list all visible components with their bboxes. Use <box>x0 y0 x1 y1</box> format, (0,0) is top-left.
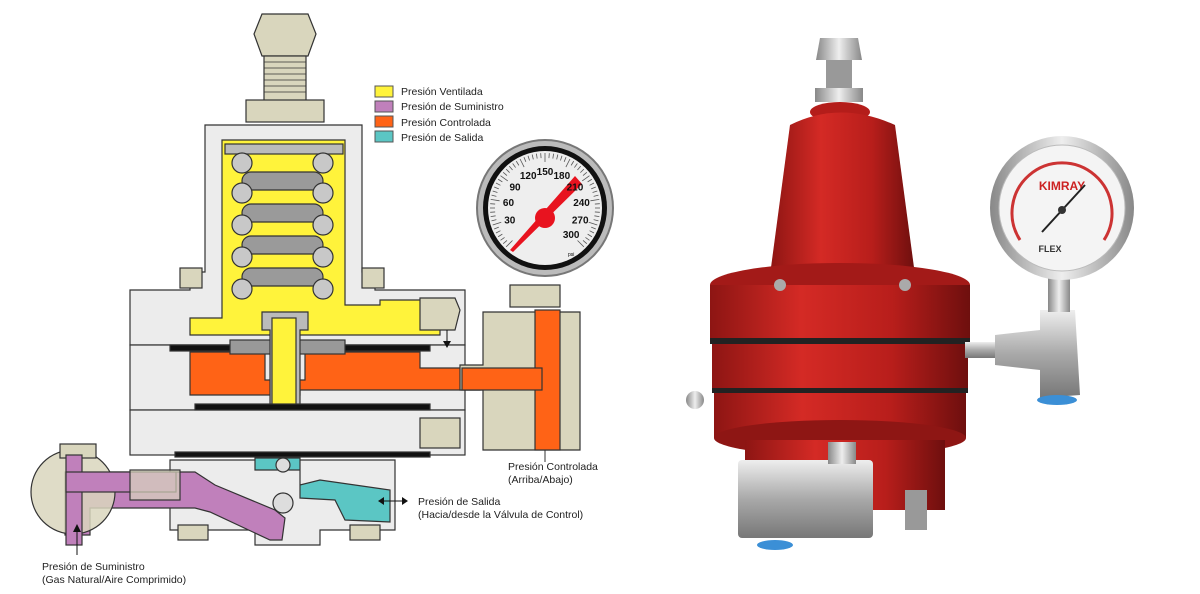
gauge-tick <box>490 199 500 202</box>
gauge-tick <box>492 190 498 193</box>
legend-label: Presión de Salida <box>401 132 483 144</box>
gauge-tick <box>494 226 499 230</box>
legend-label: Presión de Suministro <box>401 101 504 113</box>
gauge-tick <box>508 165 513 171</box>
gauge-tick <box>591 186 596 190</box>
gauge-tick <box>585 237 590 241</box>
gauge-tick <box>565 158 571 168</box>
gauge-tick <box>497 233 503 238</box>
gauge-tick <box>500 237 505 241</box>
gauge-tick <box>593 219 599 222</box>
legend-label: Presión Controlada <box>401 117 491 129</box>
gauge-tick-label: 210 <box>567 182 584 193</box>
legend-swatch-vented <box>374 85 394 98</box>
gauge-brand: KIMRAY <box>1039 179 1085 193</box>
legend-swatch-supply <box>374 100 394 113</box>
gauge-unit: psi <box>568 252 574 258</box>
gauge-tick <box>552 153 554 159</box>
callout-supply-line2: (Gas Natural/Aire Comprimido) <box>42 574 186 586</box>
gauge-tick <box>512 163 516 168</box>
gauge-tick-label: 150 <box>537 167 554 178</box>
gauge-tick <box>577 240 585 248</box>
gauge-tick <box>490 215 496 217</box>
callout-supply-line1: Presión de Suministro <box>42 561 145 573</box>
gauge-tick <box>495 182 501 186</box>
gauge-tick <box>556 154 559 160</box>
upper-flange <box>710 285 970 340</box>
gauge-tick <box>563 157 567 162</box>
gauge-tick <box>582 171 588 176</box>
gauge-tick-label: 60 <box>503 198 515 209</box>
gauge-tick <box>505 240 513 248</box>
gauge-tick <box>590 199 600 202</box>
callout-controlled-line1: Presión Controlada <box>508 461 598 473</box>
gauge-tick <box>502 240 508 245</box>
gauge-tick <box>588 221 598 226</box>
gauge-tick <box>536 153 538 159</box>
legend-swatch-controlled <box>374 115 394 128</box>
gauge-tick <box>582 240 588 245</box>
gauge-tick-label: 90 <box>510 182 522 193</box>
gauge-tick <box>574 163 578 168</box>
callout-outlet-line1: Presión de Salida <box>418 496 500 508</box>
gauge-tick <box>495 230 501 234</box>
gauge-tick <box>494 186 499 190</box>
gauge-tick <box>593 194 599 197</box>
gauge-tick <box>531 154 534 160</box>
gauge-tick <box>591 226 596 230</box>
callout-outlet-line2: (Hacia/desde la Válvula de Control) <box>418 509 583 521</box>
gauge-tick <box>589 182 595 186</box>
gauge-tick-label: 120 <box>520 171 537 182</box>
inlet-fitting <box>738 460 873 538</box>
gauge-tick <box>587 178 593 183</box>
gauge-tick <box>491 219 497 222</box>
lower-flange <box>712 344 968 389</box>
adjusting-bolt-head <box>253 13 317 57</box>
gauge-tick-label: 180 <box>553 171 570 182</box>
gauge-tick <box>589 230 595 234</box>
gauge-brand-secondary: FLEX <box>1038 244 1061 254</box>
legend-swatch-outlet <box>374 130 394 143</box>
cutaway-diagram <box>30 13 581 546</box>
gauge-tick-label: 240 <box>573 198 590 209</box>
regulator-photo: KIMRAY FLEX <box>686 38 1134 550</box>
legend: Presión Ventilada Presión de Suministro … <box>374 85 504 144</box>
gauge-tick <box>577 165 582 171</box>
gauge-ticks <box>490 153 600 248</box>
gauge-tick <box>560 155 563 161</box>
gauge-tick <box>497 178 503 183</box>
outlet-pressure-passage <box>254 457 391 523</box>
gauge-tick <box>592 190 598 193</box>
lower-body <box>129 409 466 456</box>
gauge-tick <box>492 221 502 226</box>
gauge-tick-label: 300 <box>563 230 580 241</box>
threaded-rod <box>263 55 307 103</box>
gauge-tick <box>519 158 525 168</box>
gauge-tick <box>523 157 527 162</box>
lock-nut <box>245 99 325 123</box>
gauge-tick <box>570 160 575 166</box>
gauge-tick <box>580 168 585 173</box>
gauge-tick <box>505 168 510 173</box>
gauge-tick <box>515 160 520 166</box>
gauge-tick <box>502 171 508 176</box>
gauge-tick <box>594 215 600 217</box>
gauge-fitting <box>995 310 1080 398</box>
gauge-needle-hub <box>535 208 555 228</box>
gauge-tick <box>491 194 497 197</box>
gauge-tick <box>587 233 593 238</box>
gauge-tick <box>527 155 530 161</box>
callout-controlled-line2: (Arriba/Abajo) <box>508 474 573 486</box>
gauge-tick-label: 30 <box>504 215 516 226</box>
spring <box>231 152 334 300</box>
gauge-tick <box>581 175 590 182</box>
gauge-tick <box>500 175 509 182</box>
gauge-tick-label: 270 <box>572 215 589 226</box>
legend-label: Presión Ventilada <box>401 86 483 98</box>
red-bonnet <box>770 112 915 275</box>
